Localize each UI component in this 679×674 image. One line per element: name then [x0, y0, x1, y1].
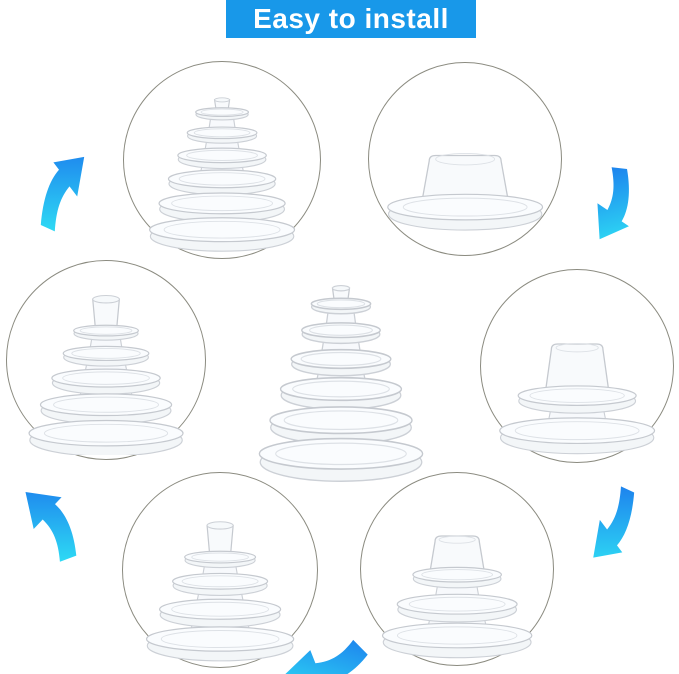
- curved-arrow-up-right-icon: [24, 144, 94, 236]
- step-circle-two-tiers: [480, 269, 674, 463]
- left-arrow-glyph: [284, 639, 368, 674]
- title-banner: Easy to install: [226, 0, 476, 38]
- curved-arrow-up-left-icon: [14, 480, 96, 566]
- tower-1-tier-photo: [386, 152, 543, 231]
- down-left-arrow-glyph: [597, 167, 629, 240]
- tower-3-tier-photo: [381, 535, 533, 659]
- curved-arrow-down-left-icon: [572, 155, 663, 253]
- step-circle-five-tiers: [6, 260, 206, 460]
- assembled-tower-photo: [258, 284, 424, 482]
- tower-4-tier-photo: [145, 521, 295, 662]
- assembled-tower-figure: [235, 245, 447, 485]
- tower-6-tier-photo: [148, 97, 296, 252]
- step-circle-complete-tower: [123, 61, 321, 259]
- tower-5-tier-photo: [28, 294, 184, 456]
- tower-2-tier-photo: [498, 342, 655, 455]
- page-title: Easy to install: [253, 3, 449, 34]
- up-right-arrow-glyph: [40, 156, 85, 232]
- step-circle-three-tiers: [360, 472, 554, 666]
- down-left-arrow-glyph: [593, 486, 635, 558]
- step-circle-base-tray-dome: [368, 62, 562, 256]
- step-circle-four-tiers: [122, 472, 318, 668]
- up-left-arrow-glyph: [25, 492, 77, 562]
- curved-arrow-down-left-icon: [584, 482, 650, 570]
- curved-arrow-left-icon: [267, 608, 394, 674]
